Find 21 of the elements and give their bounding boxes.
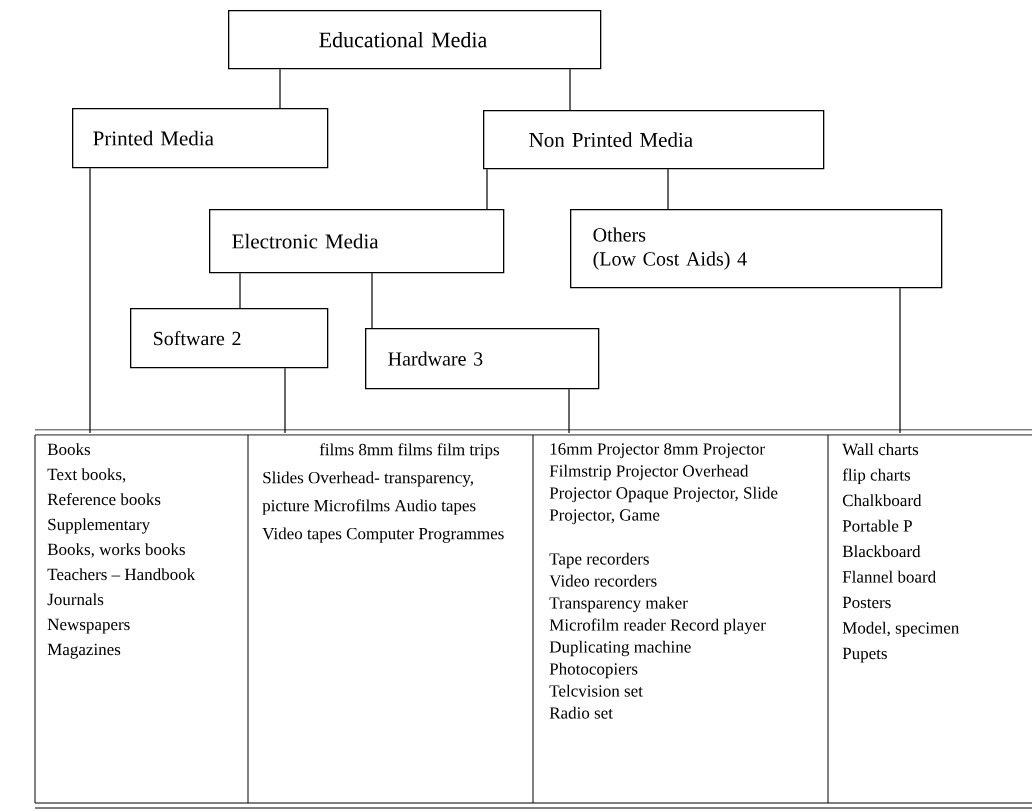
connector-line <box>239 272 241 309</box>
connector-line <box>569 68 571 111</box>
connector-line <box>371 272 373 329</box>
table-cell: films 8mm films film trips Slides Overhead- transparency, picture Microfilms Audio tapes Video tapes Computer Programmes <box>262 443 504 543</box>
category-box: Non Printed Media <box>483 110 825 170</box>
category-box: Electronic Media <box>209 209 505 274</box>
category-box: Others (Low Cost Aids) 4 <box>570 209 943 289</box>
category-box: Printed Media <box>72 108 329 169</box>
connector-line <box>899 287 901 434</box>
category-box: Software 2 <box>130 308 329 369</box>
table-cell: 16mm Projector 8mm Projector Filmstrip Projector Overhead Projector Opaque Projector, Slide Projector, Game Tape recorders Video recorders Transparency maker Microfilm reader Record player Duplicating machine Photocopiers Telcvision set Radio set <box>549 443 778 719</box>
table-cell: Books Text books, Reference books Supplementary Books, works books Teachers – Handbook Journals Newspapers Magazines <box>47 443 196 659</box>
category-box: Hardware 3 <box>365 328 600 390</box>
connector-line <box>284 367 286 434</box>
connector-line <box>279 68 281 109</box>
connector-line <box>568 388 570 434</box>
category-box: Educational Media <box>228 10 602 70</box>
table-cell: Wall charts flip charts Chalkboard Portable P Blackboard Flannel board Posters Model, specimen Pupets <box>842 443 960 663</box>
connector-line <box>486 168 488 210</box>
connector-line <box>667 168 669 210</box>
connector-line <box>89 167 91 434</box>
